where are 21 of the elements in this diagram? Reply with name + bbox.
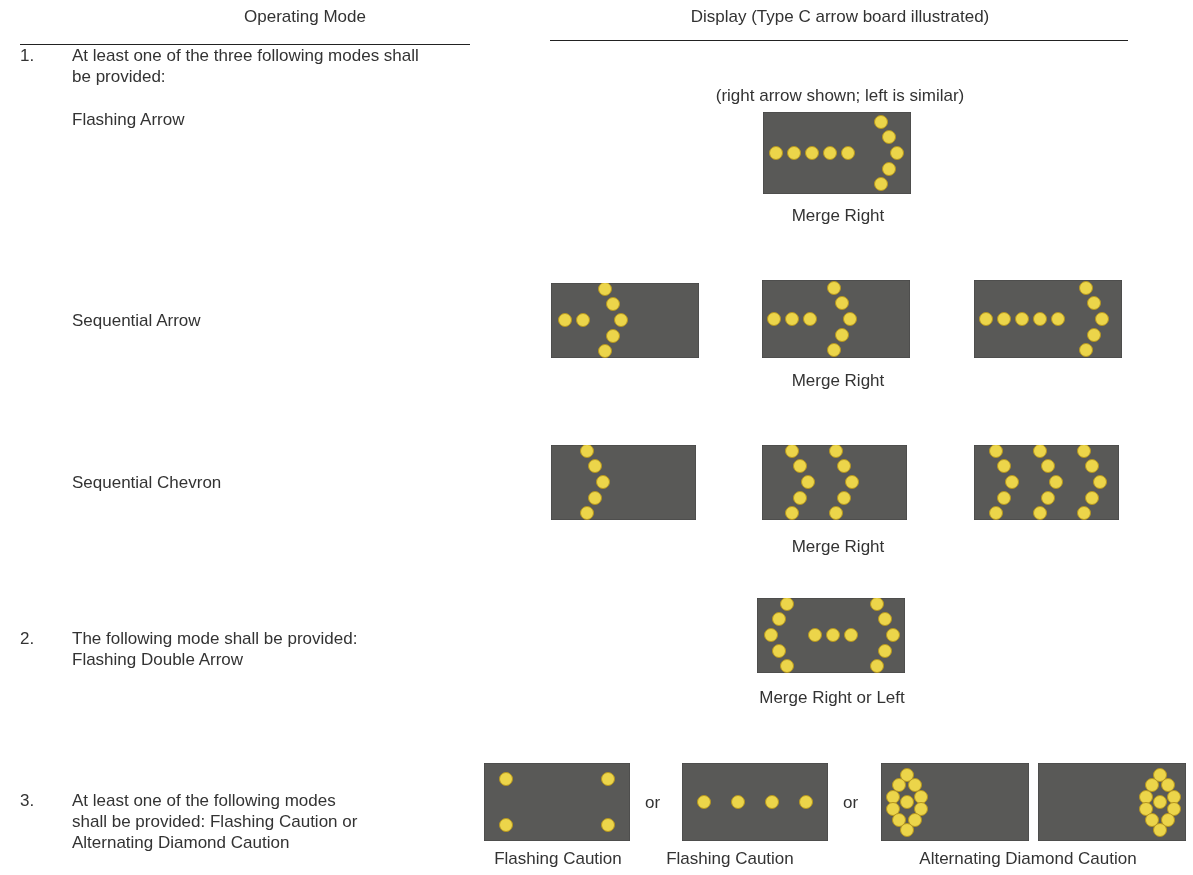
mode-name: Flashing Arrow: [72, 109, 186, 130]
board-caption: Flashing Caution: [665, 848, 795, 869]
board-caption: Merge Right or Left: [758, 687, 906, 708]
item-number: 1.: [20, 45, 36, 66]
board-caption: Merge Right: [790, 370, 886, 391]
column-heading: Operating Mode: [243, 6, 367, 27]
item-text: At least one of the following modes shall be provided: Flashing Caution or Alternating Diamond Caution: [72, 790, 359, 853]
note-text: (right arrow shown; left is similar): [714, 85, 966, 106]
conjunction-text: or: [645, 792, 662, 813]
item-number: 3.: [20, 790, 36, 811]
column-heading: Display (Type C arrow board illustrated): [689, 6, 991, 27]
board-caption: Alternating Diamond Caution: [918, 848, 1138, 869]
mode-name: Sequential Arrow: [72, 310, 202, 331]
mode-name: Sequential Chevron: [72, 472, 223, 493]
item-text: The following mode shall be provided: Flashing Double Arrow: [72, 628, 359, 670]
item-text: At least one of the three following modes shall be provided:: [72, 45, 420, 87]
board-caption: Merge Right: [790, 205, 886, 226]
board-caption: Flashing Caution: [493, 848, 623, 869]
conjunction-text: or: [843, 792, 860, 813]
item-number: 2.: [20, 628, 36, 649]
board-caption: Merge Right: [790, 536, 886, 557]
